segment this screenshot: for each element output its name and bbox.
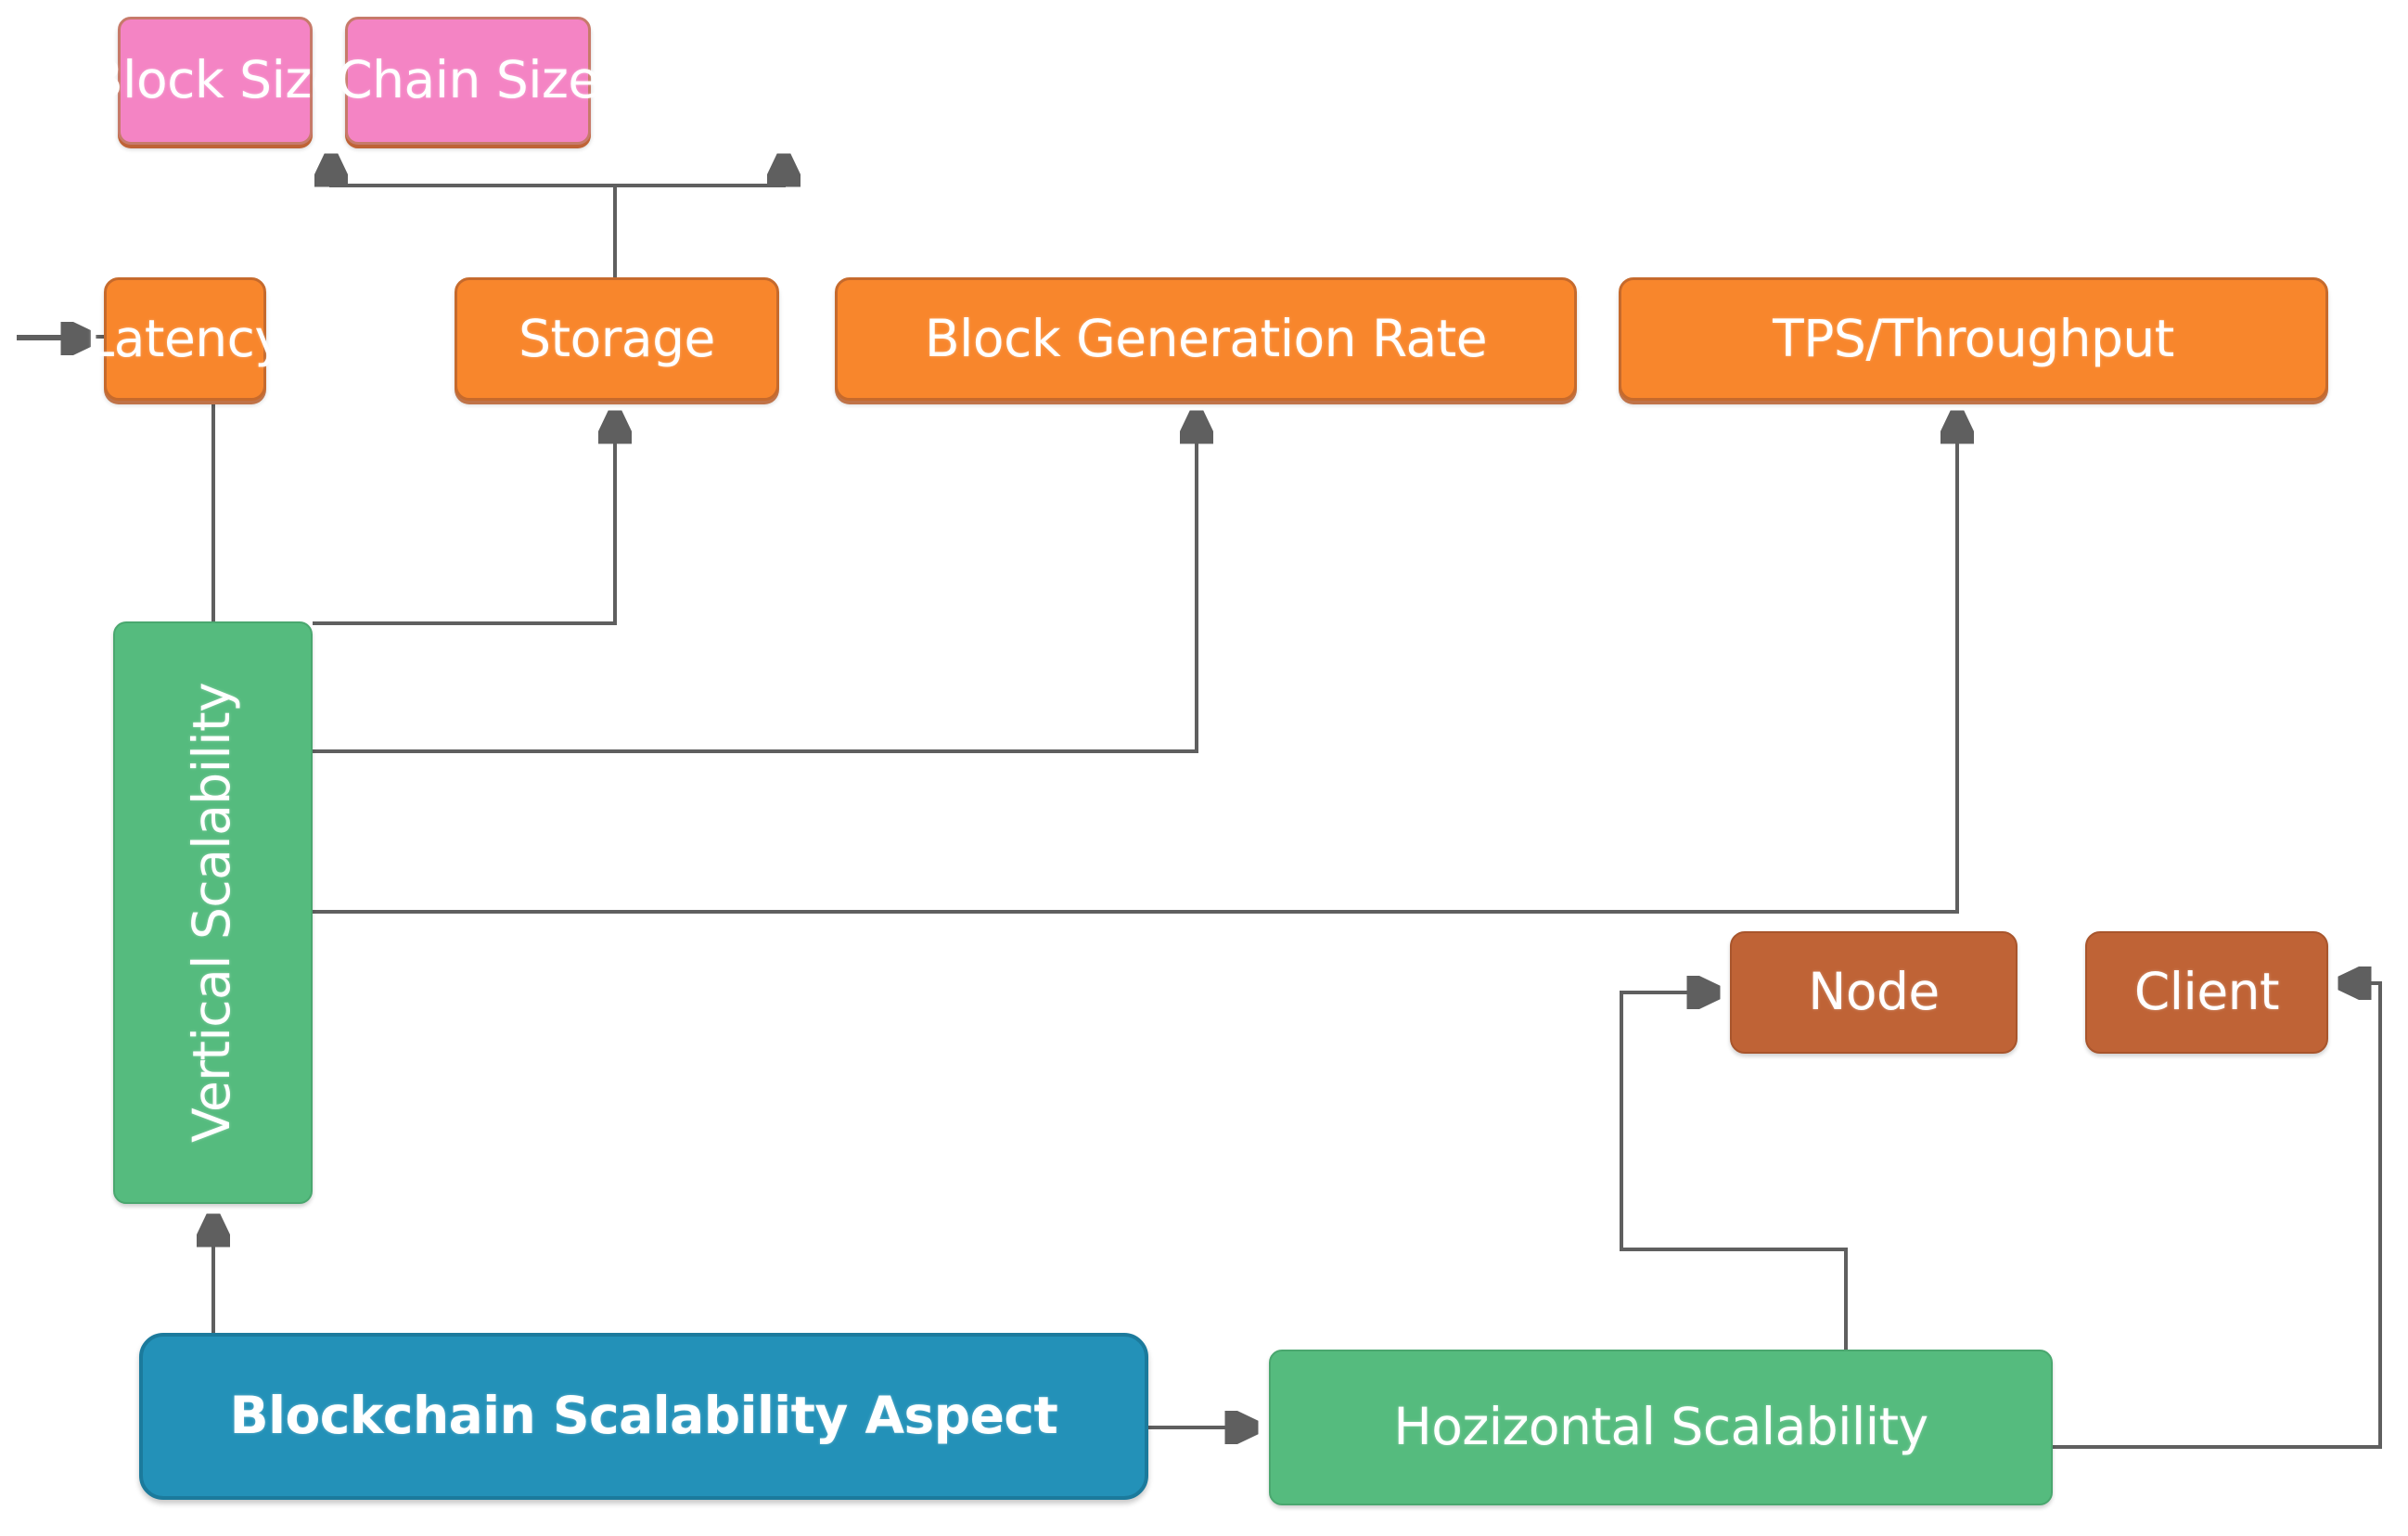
node-label: Hozizontal Scalability — [1393, 1397, 1928, 1457]
node-block-size[interactable]: Block Size — [88, 17, 343, 145]
edge-storage-to-blocksize-chainsize — [331, 160, 617, 277]
node-label: Vertical Scalability — [182, 682, 242, 1144]
node-storage[interactable]: Storage — [455, 277, 779, 401]
edge-vertical-to-tps — [313, 416, 1957, 914]
node-label: Block Size — [87, 50, 343, 110]
edge-storage-trunk-right — [615, 160, 784, 187]
edge-vertical-to-blockgen — [313, 416, 1197, 753]
node-label: Blockchain Scalability Aspect — [229, 1386, 1058, 1446]
node-blockchain-scalability-aspect[interactable]: Blockchain Scalability Aspect — [139, 1333, 1148, 1500]
node-label: Chain Size — [337, 50, 599, 110]
node-chain-size[interactable]: Chain Size — [337, 17, 599, 145]
node-hozizontal-scalability[interactable]: Hozizontal Scalability — [1269, 1350, 2053, 1505]
node-label: TPS/Throughput — [1773, 308, 2174, 368]
node-vertical-scalability[interactable]: Vertical Scalability — [113, 621, 313, 1204]
node-latency[interactable]: Latency — [86, 277, 285, 401]
node-label: Block Generation Rate — [924, 308, 1488, 368]
node-tps-throughput[interactable]: TPS/Throughput — [1619, 277, 2328, 401]
edge-vertical-to-storage — [313, 416, 615, 625]
node-node[interactable]: Node — [1730, 931, 2017, 1054]
node-client[interactable]: Client — [2085, 931, 2328, 1054]
node-label: Node — [1808, 962, 1940, 1022]
node-label: Latency — [85, 308, 285, 368]
node-label: Storage — [519, 308, 715, 368]
node-label: Client — [2133, 962, 2280, 1022]
node-block-generation-rate[interactable]: Block Generation Rate — [835, 277, 1577, 401]
